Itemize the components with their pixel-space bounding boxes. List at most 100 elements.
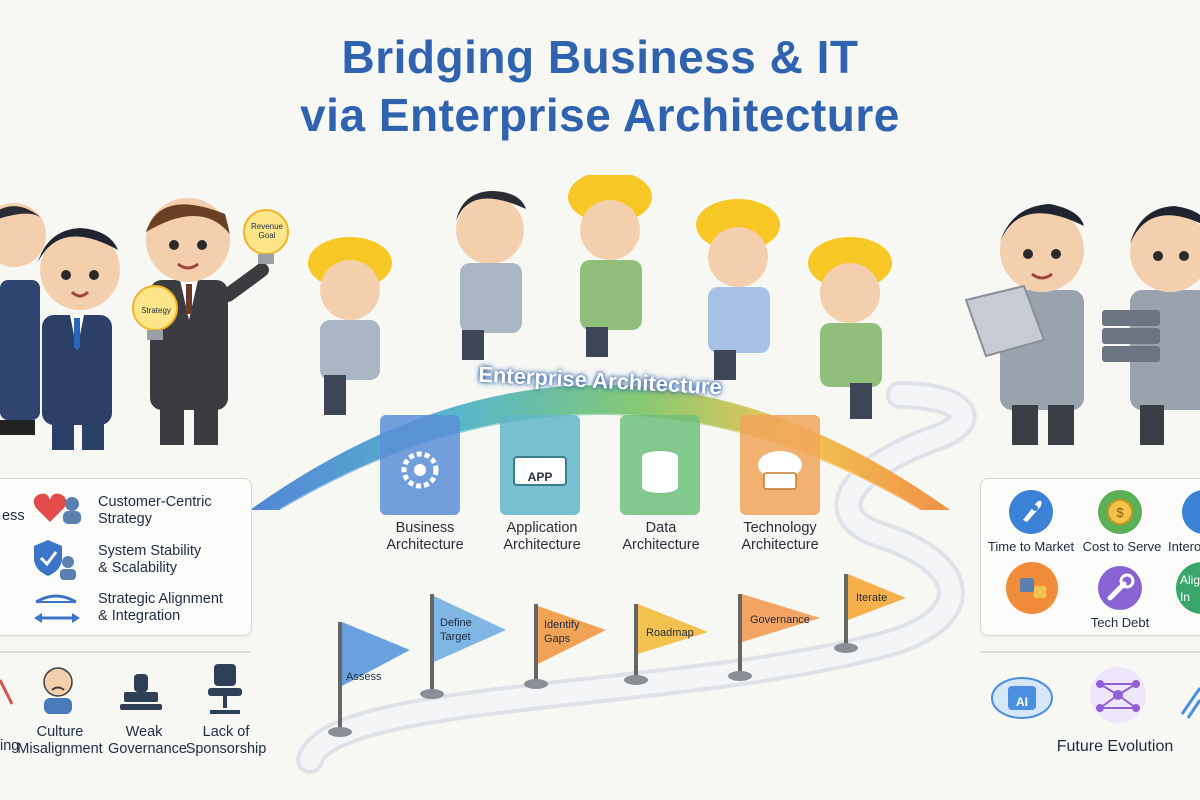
benefits-panel	[980, 478, 1200, 636]
server-icon	[1102, 310, 1160, 362]
pillar-data	[620, 415, 700, 515]
pillar-business-line1: Business	[395, 520, 455, 536]
puzzle-icon	[1006, 562, 1058, 614]
pillar-data-label: Data Architecture	[606, 520, 716, 554]
pillar-data-line1: Data	[645, 520, 677, 536]
challenge-lack-sponsorship-line1: Lack of	[202, 724, 250, 740]
roadmap-flag-iterate	[834, 574, 906, 653]
future-evolution-label: Future Evolution	[1056, 738, 1174, 755]
challenge-weak-governance: Weak Governance	[108, 724, 187, 758]
pillar-application-line1: Application	[506, 520, 578, 536]
flag-label-assess: Assess	[346, 671, 382, 683]
goal-system-stability: System Stability & Scalability	[98, 543, 201, 577]
ai-cloud-icon	[991, 677, 1053, 719]
strategy-bulb-label: Strategy	[141, 306, 171, 315]
shield-person-icon	[34, 540, 76, 580]
page-title: Bridging Business & IT	[341, 31, 859, 83]
revenue-goal-bulb-label: Revenue Goal	[250, 222, 284, 240]
network-icon	[1090, 667, 1146, 723]
goal-customer-centric: Customer-Centric Strategy	[98, 494, 212, 528]
challenge-culture-line2: Misalignment	[17, 741, 103, 757]
wrench-icon	[1098, 566, 1142, 610]
gear-icon	[401, 451, 439, 489]
interop-icon	[1182, 490, 1200, 534]
architects-illustration	[308, 175, 892, 419]
challenge-partial-label: ing	[0, 738, 20, 754]
app-icon-text: APP	[527, 470, 553, 484]
challenge-culture-line1: Culture	[36, 724, 84, 740]
architect-2	[456, 191, 526, 360]
architecture-pillars	[380, 415, 820, 515]
pillar-application-line2: Architecture	[503, 537, 581, 553]
business-person-1	[0, 203, 46, 435]
goal-customer-centric-line2: Strategy	[98, 511, 152, 527]
pillar-technology-line2: Architecture	[741, 537, 819, 553]
svg-text:$: $	[1116, 505, 1124, 520]
benefit-tech-debt: Tech Debt	[1090, 615, 1150, 630]
app-window-icon	[513, 456, 567, 486]
heart-person-icon	[33, 493, 81, 524]
it-person-1	[1000, 204, 1084, 445]
pillar-business-line2: Architecture	[386, 537, 464, 553]
ai-chip-text: AI	[1016, 695, 1028, 709]
database-icon	[642, 451, 678, 493]
benefit-cost-to-serve: Cost to Serve	[1082, 539, 1162, 554]
page-subtitle: via Enterprise Architecture	[300, 89, 900, 141]
lines-icon	[1180, 687, 1200, 719]
flag-label-identify-gaps: Identify Gaps	[544, 619, 580, 645]
empty-chair-icon	[208, 664, 242, 714]
flag-label-roadmap: Roadmap	[646, 627, 694, 639]
sad-person-icon	[43, 667, 73, 714]
challenge-culture: Culture Misalignment	[14, 724, 106, 758]
architect-4	[696, 199, 780, 380]
flag-label-governance: Governance	[750, 614, 810, 626]
pillar-data-line2: Architecture	[622, 537, 700, 553]
laptop-icon	[964, 284, 1046, 358]
strategy-bulb-icon	[132, 285, 178, 340]
benefit-align-line2: In	[1180, 590, 1191, 604]
challenge-lack-sponsorship-line2: Sponsorship	[185, 741, 267, 757]
roadmap-flag-governance	[728, 594, 820, 681]
roadmap-flag-roadmap	[624, 604, 708, 685]
stamp-icon	[120, 674, 162, 710]
goal-strategic-alignment-line1: Strategic Alignment	[98, 591, 223, 607]
business-team-illustration	[0, 198, 289, 450]
architect-5	[808, 237, 892, 419]
roadmap-flag-define-target	[420, 594, 506, 699]
pillar-application	[500, 415, 580, 515]
roadmap-flag-identify-gaps	[524, 604, 606, 689]
pillar-business-label: Business Architecture	[370, 520, 480, 554]
cloud-server-icon	[758, 451, 802, 490]
roadmap-flag-assess	[328, 622, 410, 737]
architect-1	[308, 237, 392, 415]
benefit-time-to-market: Time to Market	[987, 539, 1075, 554]
challenge-lack-sponsorship: Lack of Sponsorship	[184, 724, 268, 758]
challenge-weak-governance-line1: Weak	[125, 724, 163, 740]
it-team-illustration	[964, 204, 1200, 445]
goal-partial-label: ess	[2, 508, 25, 524]
flag-label-iterate: Iterate	[856, 592, 888, 604]
business-person-2	[38, 228, 120, 450]
pillar-application-label: Application Architecture	[484, 520, 600, 554]
goal-strategic-alignment-line2: & Integration	[98, 608, 181, 624]
benefit-interop: Interop	[1168, 539, 1200, 554]
goal-system-stability-line2: & Scalability	[98, 560, 177, 576]
pillar-technology	[740, 415, 820, 515]
rocket-icon	[1009, 490, 1053, 534]
goal-customer-centric-line1: Customer-Centric	[98, 494, 212, 510]
pillar-technology-label: Technology Architecture	[722, 520, 838, 554]
pillar-technology-line1: Technology	[743, 520, 817, 536]
benefit-align-line1: Align	[1180, 573, 1200, 587]
flag-label-define-target: Define Target	[440, 617, 472, 643]
goal-system-stability-line1: System Stability	[98, 543, 202, 559]
coin-icon: $	[1098, 490, 1142, 534]
challenge-weak-governance-line2: Governance	[108, 741, 187, 757]
goal-strategic-alignment: Strategic Alignment & Integration	[98, 591, 223, 625]
align-icon	[1176, 562, 1200, 614]
benefit-align: Align In	[1180, 572, 1200, 606]
chart-icon	[0, 679, 14, 705]
bridge-arrows-icon	[34, 594, 80, 623]
benefits-separator	[980, 651, 1200, 653]
